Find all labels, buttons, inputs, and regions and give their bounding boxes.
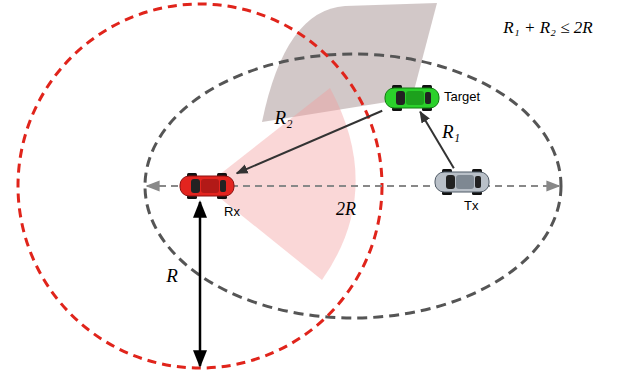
vehicle-label: Tx [464, 198, 478, 213]
bistatic-range-ellipse [145, 54, 561, 318]
car-windshield [446, 175, 455, 189]
car-rear-window [425, 92, 431, 104]
car-body [385, 88, 439, 108]
car-windshield [191, 179, 200, 193]
car-rear-window [475, 176, 481, 188]
car-icon [384, 86, 440, 110]
car-rear-window [220, 180, 226, 192]
math-label: 2R [336, 199, 356, 220]
car-roof [456, 175, 474, 189]
vehicle-node: Target [384, 86, 440, 110]
math-label: R₁ + R₂ ≤ 2R [503, 18, 592, 38]
car-roof [201, 179, 219, 193]
radius-dimension [199, 202, 202, 366]
vehicle-node: Rx [179, 174, 235, 198]
car-roof [406, 91, 424, 105]
range-arrow [237, 111, 382, 173]
math-label: R [166, 265, 178, 287]
vehicle-node: Tx [434, 170, 490, 194]
car-windshield [396, 91, 405, 105]
car-body [180, 176, 234, 196]
target-beam-sector [262, 3, 437, 122]
vehicle-label: Target [444, 89, 480, 104]
vehicle-label: Rx [224, 204, 240, 219]
range-label: R₁ [442, 121, 460, 143]
car-icon [179, 174, 235, 198]
car-icon [434, 170, 490, 194]
car-body [435, 172, 489, 192]
range-label: R₂ [274, 107, 292, 129]
